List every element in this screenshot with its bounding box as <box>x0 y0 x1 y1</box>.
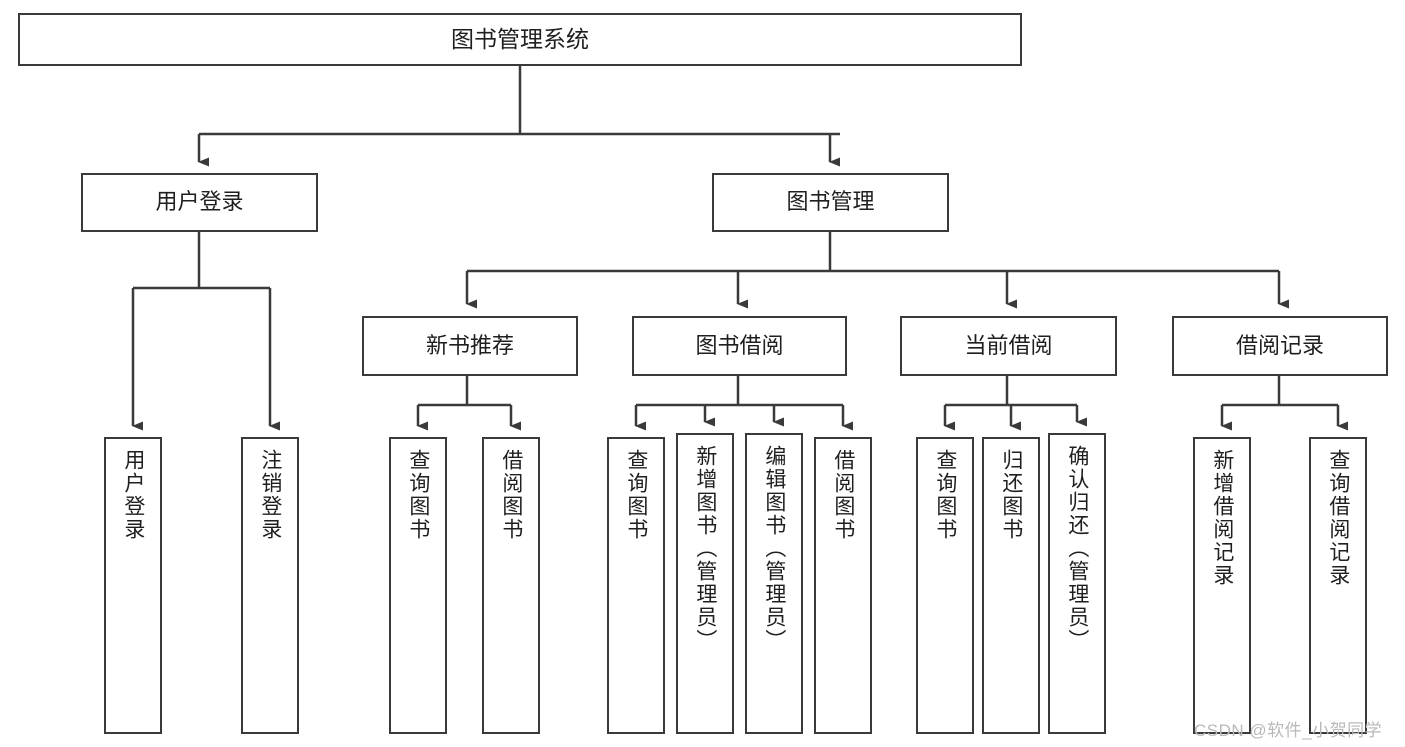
leaf-borrow-query-book[interactable]: 查询图书 <box>607 437 665 734</box>
csdn-watermark: CSDN @软件_小贺同学 <box>1194 721 1383 740</box>
leaf-current-confirm-return-admin[interactable]: 确认归还（管理员） <box>1048 433 1106 734</box>
node-label: 查询图书 <box>406 449 430 541</box>
leaf-borrow-borrow-book[interactable]: 借阅图书 <box>814 437 872 734</box>
node-current-borrow[interactable]: 当前借阅 <box>900 316 1117 376</box>
node-label: 新书推荐 <box>425 332 514 358</box>
node-book-borrow[interactable]: 图书借阅 <box>632 316 847 376</box>
node-label: 借阅图书 <box>831 449 855 541</box>
node-label: 查询图书 <box>624 449 648 541</box>
node-user-login[interactable]: 用户登录 <box>81 173 318 232</box>
leaf-new-book-query[interactable]: 查询图书 <box>389 437 447 734</box>
node-label: 图书借阅 <box>695 332 784 358</box>
node-new-book-recommend[interactable]: 新书推荐 <box>362 316 578 376</box>
leaf-user-login-login[interactable]: 用户登录 <box>104 437 162 734</box>
node-label: 借阅图书 <box>499 449 523 541</box>
node-label: 归还图书 <box>999 449 1023 541</box>
leaf-borrow-edit-book-admin[interactable]: 编辑图书（管理员） <box>745 433 803 734</box>
leaf-record-query-record[interactable]: 查询借阅记录 <box>1309 437 1367 734</box>
leaf-current-query-book[interactable]: 查询图书 <box>916 437 974 734</box>
leaf-record-add-record[interactable]: 新增借阅记录 <box>1193 437 1251 734</box>
leaf-new-book-borrow[interactable]: 借阅图书 <box>482 437 540 734</box>
node-label: 图书管理系统 <box>451 26 589 53</box>
node-label: 注销登录 <box>258 449 282 541</box>
leaf-borrow-add-book-admin[interactable]: 新增图书（管理员） <box>676 433 734 734</box>
leaf-current-return-book[interactable]: 归还图书 <box>982 437 1040 734</box>
leaf-user-login-logout[interactable]: 注销登录 <box>241 437 299 734</box>
node-root-book-management-system[interactable]: 图书管理系统 <box>18 13 1022 66</box>
node-label: 用户登录 <box>155 189 244 215</box>
node-label: 图书管理 <box>786 189 875 215</box>
node-label: 确认归还（管理员） <box>1065 445 1089 652</box>
node-label: 借阅记录 <box>1235 332 1324 358</box>
node-label: 新增借阅记录 <box>1210 449 1234 587</box>
node-book-management[interactable]: 图书管理 <box>712 173 949 232</box>
node-borrow-record[interactable]: 借阅记录 <box>1172 316 1388 376</box>
node-label: 用户登录 <box>121 449 145 541</box>
node-label: 编辑图书（管理员） <box>762 445 786 652</box>
node-label: 查询图书 <box>933 449 957 541</box>
node-label: 查询借阅记录 <box>1326 449 1350 587</box>
node-label: 当前借阅 <box>964 332 1053 358</box>
node-label: 新增图书（管理员） <box>693 445 717 652</box>
